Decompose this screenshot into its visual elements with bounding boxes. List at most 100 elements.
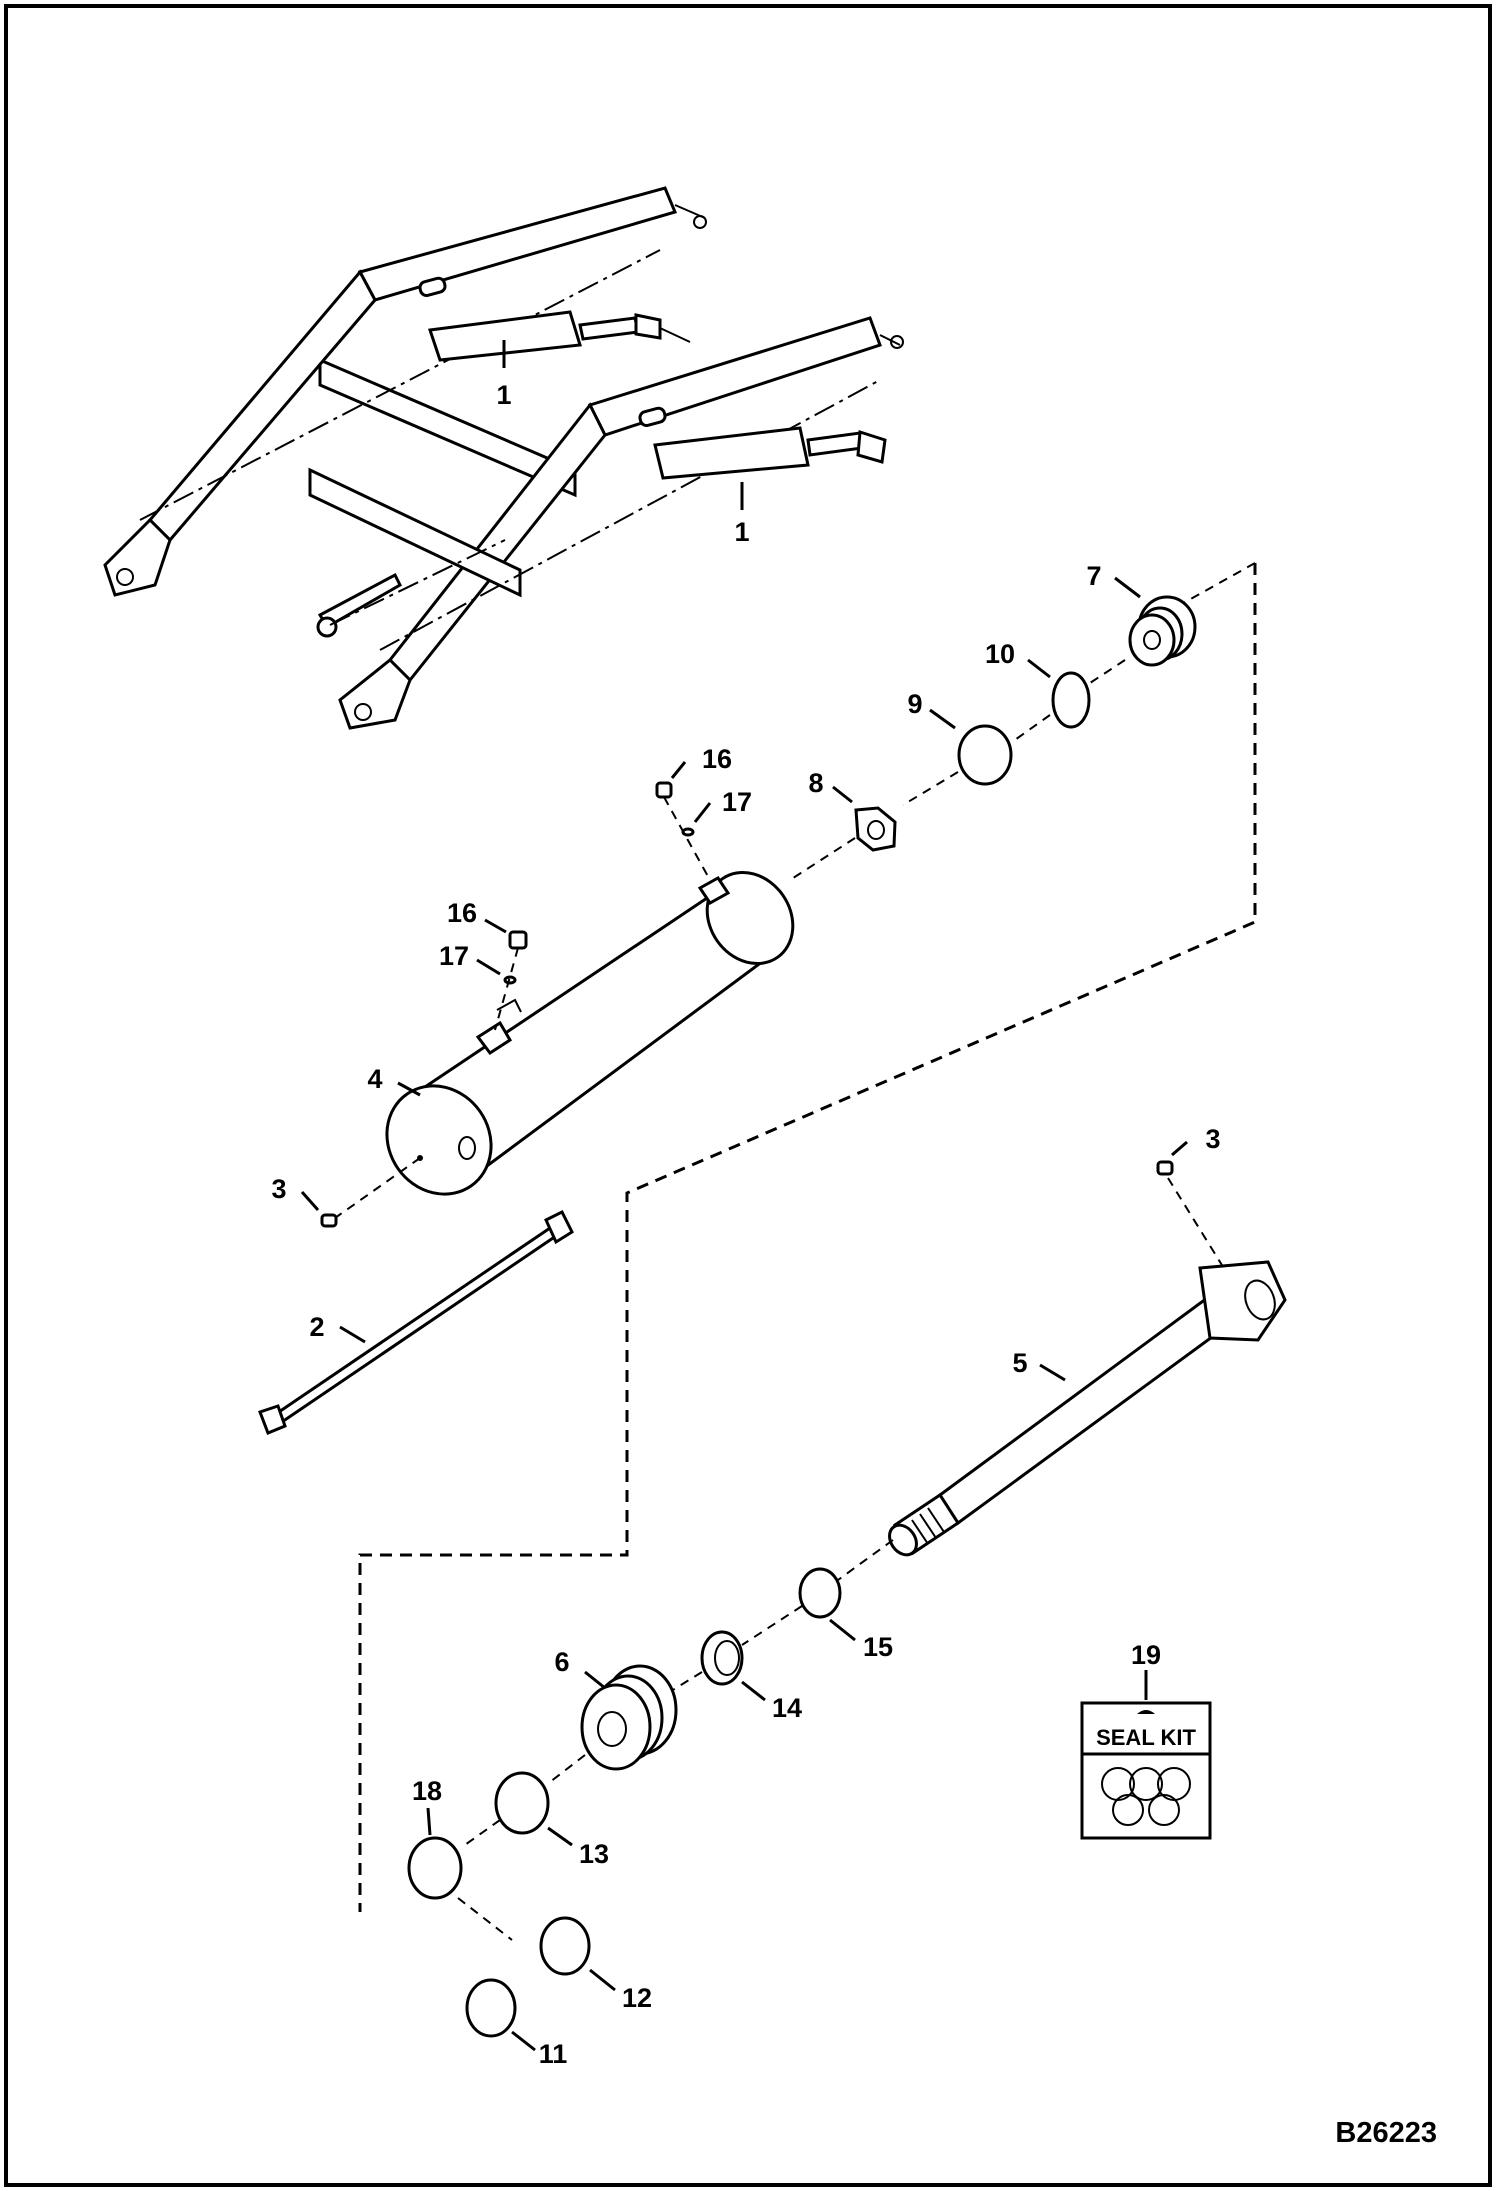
tube-nut-top bbox=[544, 1209, 574, 1245]
left-arm-tip bbox=[103, 517, 172, 597]
page-border bbox=[4, 4, 1492, 2187]
leader-16a bbox=[670, 761, 687, 779]
leader-6 bbox=[584, 1670, 606, 1690]
part-15-ring bbox=[798, 1567, 842, 1619]
centerline-left bbox=[139, 249, 661, 521]
part-10-ring bbox=[1051, 671, 1091, 729]
upper-cylinder-rod bbox=[578, 316, 640, 341]
leader-15 bbox=[829, 1618, 856, 1642]
callout-6: 6 bbox=[554, 1647, 569, 1677]
gland-path-stub bbox=[1179, 562, 1256, 606]
part-19-seal-kit: SEAL KIT bbox=[1080, 1701, 1212, 1840]
callout-7: 7 bbox=[1086, 561, 1101, 591]
callout-16-upper: 16 bbox=[702, 744, 732, 774]
plug-lower bbox=[508, 930, 528, 950]
leader-4 bbox=[397, 1081, 421, 1097]
lift-cylinder-lower bbox=[653, 426, 887, 480]
part-4-cylinder-barrel bbox=[385, 870, 795, 1196]
barrel-base-end bbox=[385, 1084, 493, 1196]
front-cross-tube bbox=[308, 467, 522, 598]
plug-upper bbox=[655, 781, 673, 799]
callout-12: 12 bbox=[622, 1983, 652, 2013]
gland-bore bbox=[1143, 630, 1161, 650]
left-arm-pivot-hole bbox=[116, 568, 134, 586]
leader-17b bbox=[476, 958, 501, 976]
part-6-piston bbox=[580, 1664, 678, 1771]
callout-11: 11 bbox=[539, 2039, 568, 2069]
lower-link-eye bbox=[316, 616, 338, 638]
leader-17a bbox=[693, 802, 712, 823]
part-14-wiper bbox=[700, 1630, 744, 1686]
rod-eye-bore bbox=[1244, 1279, 1276, 1321]
right-arm-pivot-hole bbox=[354, 703, 372, 721]
lift-cylinder-upper bbox=[428, 310, 691, 362]
callout-2: 2 bbox=[309, 1312, 324, 1342]
thread-lines bbox=[911, 1507, 945, 1545]
right-arm-slot bbox=[638, 406, 667, 428]
callout-5: 5 bbox=[1012, 1348, 1027, 1378]
part-12-ring bbox=[539, 1916, 591, 1976]
leader-12 bbox=[589, 1968, 616, 1992]
drawing-number: B26223 bbox=[1335, 2117, 1437, 2149]
part-13-ring bbox=[494, 1771, 550, 1835]
callout-13: 13 bbox=[579, 1839, 609, 1869]
part-16-plug-upper bbox=[655, 781, 673, 799]
callout-14: 14 bbox=[772, 1693, 802, 1723]
upper-cylinder-pin bbox=[659, 327, 691, 343]
kit-ring-2 bbox=[1129, 1767, 1163, 1801]
callout-labels: 1 1 2 3 3 4 5 6 7 8 9 10 11 12 13 14 15 … bbox=[271, 380, 1220, 2069]
centerline-link bbox=[329, 539, 506, 626]
wiper-leader bbox=[667, 1605, 803, 1694]
lift-arm-assembly bbox=[103, 186, 904, 730]
piston-bore bbox=[597, 1711, 627, 1747]
base-port-block bbox=[475, 1020, 513, 1056]
callout-19: 19 bbox=[1131, 1640, 1161, 1670]
piston-front bbox=[580, 1683, 652, 1771]
leader-13 bbox=[547, 1826, 573, 1847]
nut-to-barrel-leader bbox=[789, 837, 856, 881]
part-11-ring bbox=[465, 1978, 517, 2038]
seal-leader-lower bbox=[457, 1897, 513, 1941]
base-grease-hole bbox=[458, 1136, 476, 1160]
callout-17-lower: 17 bbox=[439, 941, 469, 971]
leader-7 bbox=[1114, 576, 1141, 599]
part-8-nut bbox=[854, 806, 897, 852]
seal-kit-hanger bbox=[1137, 1710, 1155, 1714]
callout-9: 9 bbox=[907, 689, 922, 719]
seal-kit-label: SEAL KIT bbox=[1096, 1725, 1196, 1750]
lower-cylinder-eye bbox=[856, 429, 887, 464]
rod-shaft bbox=[937, 1287, 1241, 1526]
part-7-gland bbox=[1128, 595, 1197, 667]
rod-port-block bbox=[697, 876, 731, 905]
right-arm-tip bbox=[338, 657, 412, 730]
upper-pin-head-right bbox=[890, 335, 904, 349]
callout-15: 15 bbox=[863, 1632, 893, 1662]
left-arm-slot bbox=[418, 276, 447, 298]
leader-10 bbox=[1027, 658, 1051, 679]
rod-thread-end bbox=[888, 1523, 918, 1557]
leader-3b bbox=[1171, 1140, 1188, 1157]
leader-2 bbox=[339, 1325, 366, 1344]
leader-18 bbox=[426, 1807, 432, 1836]
callout-4: 4 bbox=[367, 1064, 382, 1094]
ring-leader bbox=[1011, 659, 1126, 743]
upper-cylinder-barrel bbox=[428, 310, 582, 362]
leader-14 bbox=[741, 1680, 766, 1702]
part-5-rod bbox=[888, 1260, 1287, 1557]
callout-3-right: 3 bbox=[1205, 1124, 1220, 1154]
part-14-inner bbox=[714, 1640, 740, 1676]
left-arm-upper bbox=[357, 186, 678, 302]
callout-3-left: 3 bbox=[271, 1174, 286, 1204]
part-3-fitting-left bbox=[320, 1213, 338, 1228]
gland-face bbox=[1128, 613, 1176, 667]
part-3-fitting-right bbox=[1156, 1160, 1174, 1176]
callout-leaders bbox=[300, 340, 1188, 2052]
rod-to-ring-leader bbox=[837, 1539, 894, 1581]
leader-11 bbox=[511, 2030, 536, 2052]
base-to-fitting-leader bbox=[334, 1157, 421, 1219]
fitting-right-leader bbox=[1167, 1177, 1226, 1271]
part-2-tube bbox=[258, 1209, 574, 1435]
tube-nut-bottom bbox=[258, 1404, 287, 1435]
